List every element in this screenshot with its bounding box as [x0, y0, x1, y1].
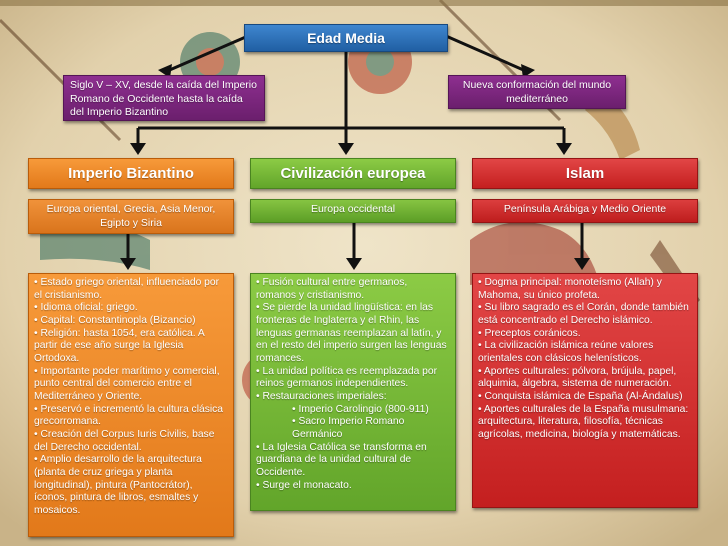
list-item: • Idioma oficial: griego. [34, 302, 138, 314]
list-item: • Aportes culturales de la España musulm… [478, 403, 689, 440]
list-item: • Su libro sagrado es el Corán, donde ta… [478, 302, 689, 326]
sub-list-item: • Sacro Imperio Romano Germánico [292, 416, 405, 440]
list-item: • La civilización islámica reúne valores… [478, 340, 654, 364]
period-note-box: Siglo V – XV, desde la caída del Imperio… [63, 75, 265, 121]
content-box-europea: • Fusión cultural entre germanos, romano… [250, 273, 456, 511]
period-note: Siglo V – XV, desde la caída del Imperio… [70, 79, 257, 118]
list-item: • Importante poder marítimo y comercial,… [34, 365, 220, 402]
column-header-islam: Islam [472, 158, 698, 189]
list-item: • Conquista islámica de España (Al-Ándal… [478, 390, 683, 402]
content-box-bizantino: • Estado griego oriental, influenciado p… [28, 273, 234, 537]
sub-list-item: • Imperio Carolingio (800-911) [292, 403, 429, 415]
region-label: Península Arábiga y Medio Oriente [503, 203, 667, 215]
region-label: Europa oriental, Grecia, Asia Menor, Egi… [46, 203, 216, 229]
world-note: Nueva conformación del mundo mediterráne… [462, 79, 612, 105]
list-item: • Se pierde la unidad lingüística: en la… [256, 302, 447, 364]
list-item: • Restauraciones imperiales: [256, 390, 387, 402]
list-item: • Surge el monacato. [256, 479, 352, 491]
list-item: • Preceptos coránicos. [478, 327, 581, 339]
list-item: • Dogma principal: monoteísmo (Allah) y … [478, 277, 662, 301]
region-box-bizantino: Europa oriental, Grecia, Asia Menor, Egi… [28, 199, 234, 234]
column-title: Civilización europea [280, 165, 426, 182]
column-header-bizantino: Imperio Bizantino [28, 158, 234, 189]
list-item: • Preservó e incrementó la cultura clási… [34, 403, 224, 428]
region-box-islam: Península Arábiga y Medio Oriente [472, 199, 698, 223]
region-box-europea: Europa occidental [250, 199, 456, 223]
column-header-europea: Civilización europea [250, 158, 456, 189]
list-item: • Aportes culturales: pólvora, brújula, … [478, 365, 677, 390]
main-title: Edad Media [307, 30, 385, 46]
list-item: • La unidad política es reemplazada por … [256, 365, 438, 390]
list-item: • Capital: Constantinopla (Bizancio) [34, 314, 196, 326]
list-item: • Amplio desarrollo de la arquitectura (… [34, 454, 202, 516]
column-title: Islam [565, 165, 605, 182]
world-note-box: Nueva conformación del mundo mediterráne… [448, 75, 626, 109]
list-item: • La Iglesia Católica se transforma en g… [256, 441, 427, 478]
column-title: Imperio Bizantino [68, 165, 194, 182]
list-item: • Religión: hasta 1054, era católica. A … [34, 327, 205, 364]
list-item: • Creación del Corpus Iuris Civilis, bas… [34, 428, 215, 453]
list-item: • Fusión cultural entre germanos, romano… [256, 277, 408, 301]
list-item: • Estado griego oriental, influenciado p… [34, 277, 220, 301]
main-title-box: Edad Media [244, 24, 448, 52]
region-label: Europa occidental [310, 203, 396, 215]
content-box-islam: • Dogma principal: monoteísmo (Allah) y … [472, 273, 698, 508]
